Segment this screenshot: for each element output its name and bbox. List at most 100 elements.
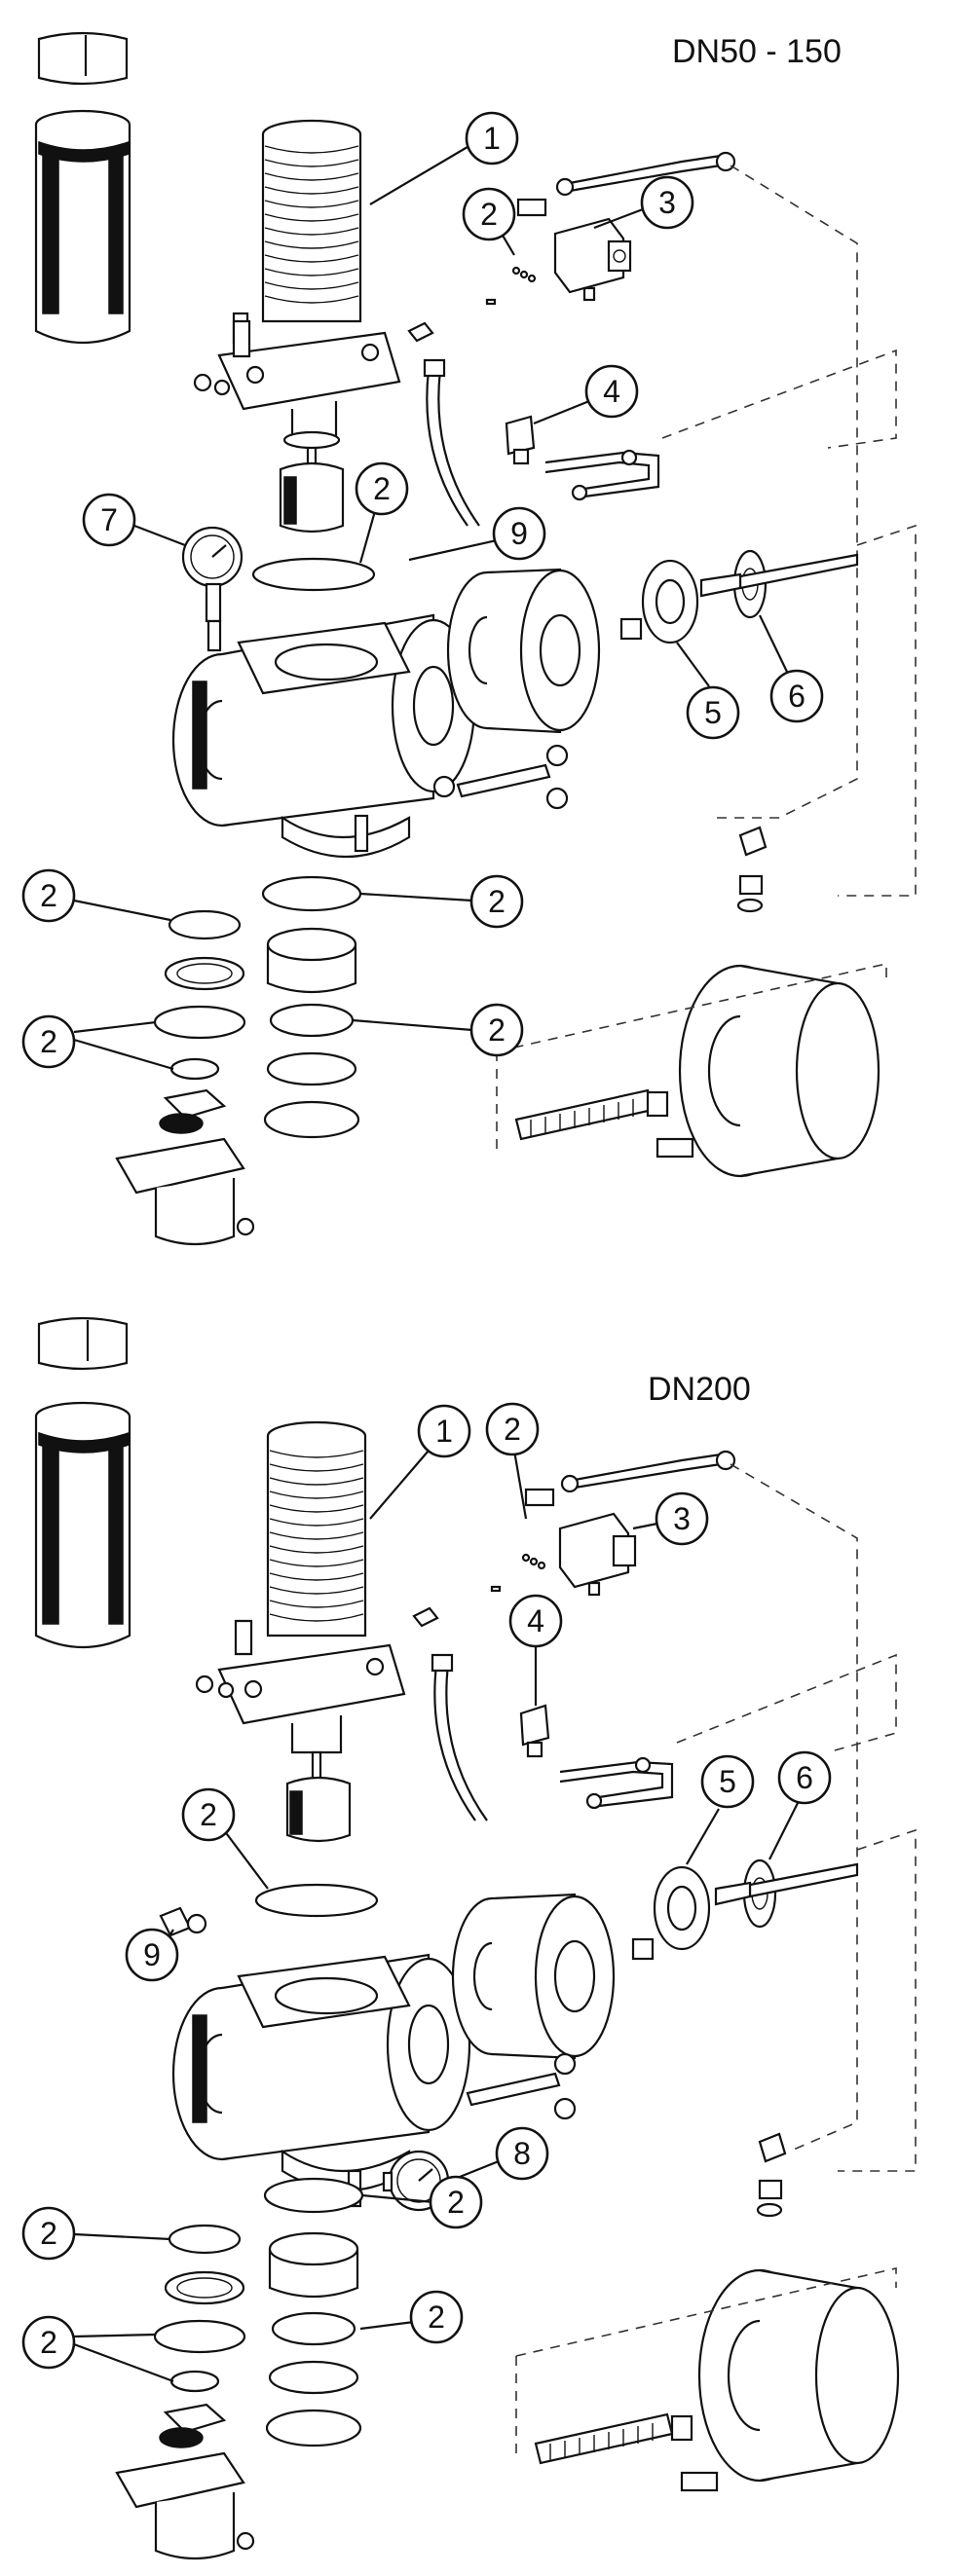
callout-marker: 2 [462,187,516,256]
pressure-gauge-7 [181,526,244,652]
cover-sleeve [34,1316,131,1649]
fitting-lower-right [736,826,768,913]
pilot-valve-3 [558,1512,637,1597]
svg-text:2: 2 [40,1024,57,1059]
svg-text:6: 6 [796,1760,813,1795]
intermediate-body [451,1893,616,2060]
svg-text:2: 2 [40,878,57,913]
pilot-tube-top [555,151,858,819]
hose-fitting [412,1606,488,1822]
svg-text:6: 6 [788,679,805,714]
section-title: DN200 [648,1371,751,1408]
intermediate-body [446,568,601,734]
callout-marker: 2 [352,1003,524,1057]
svg-text:5: 5 [704,695,722,730]
spindle [279,430,345,534]
callout-marker: 2 [355,461,409,564]
lower-body-right [515,2266,900,2492]
valve-body [171,1953,471,2191]
hose-fitting [407,321,480,527]
section-dn200: DN200 [34,1316,917,2560]
svg-text:2: 2 [40,2216,57,2251]
plug-9 [159,1906,207,1937]
svg-text:2: 2 [480,197,498,232]
spring-housing [217,119,401,440]
svg-text:9: 9 [510,516,528,551]
svg-text:5: 5 [719,1764,736,1799]
callout-marker: 7 [82,493,186,547]
svg-text:4: 4 [603,374,620,409]
callout-marker: 5 [686,1754,755,1865]
callouts-section-1: 1 2 3 4 2 7 9 [21,111,824,1071]
spring-housing [217,1420,406,1754]
svg-text:2: 2 [373,471,391,506]
spindle [285,1750,352,1843]
callout-marker: 4 [533,364,639,425]
adjuster-6 [699,549,859,619]
callout-marker: 1 [369,111,519,205]
callout-marker: 2 [21,868,171,923]
callout-marker: 2 [359,2290,464,2344]
svg-text:2: 2 [488,1012,506,1048]
callout-marker: 6 [768,1750,832,1860]
bolts-body [466,1937,655,2120]
section-dn50-150: DN50 - 150 [34,31,917,1246]
body-seal-ring [251,557,376,592]
pilot-tube-top [560,1450,858,2153]
cover-sleeve [34,31,131,345]
pilot-valve-3 [553,217,632,302]
small-screws [195,1619,253,1699]
callout-marker: 1 [369,1404,471,1520]
callouts-section-2: 1 2 3 4 5 6 2 [21,1402,832,2383]
seal-stack-left [115,909,255,1246]
svg-text:2: 2 [488,884,506,919]
callout-marker: 2 [21,1014,174,1071]
needle-valve-4 [519,1653,897,1810]
callout-marker: 9 [125,1928,179,1982]
fittings-2-top [490,1488,555,1593]
fitting-lower-right [756,2132,787,2218]
needle-valve-4 [505,349,897,501]
callout-marker: 2 [181,1787,269,1890]
svg-text:3: 3 [673,1501,691,1536]
callout-marker: 9 [408,506,546,562]
lower-body-right [496,963,887,1178]
adjuster-6 [714,1858,859,1929]
gasket-5 [641,559,699,644]
callout-marker: 2 [21,2315,174,2383]
svg-text:1: 1 [483,121,501,156]
svg-text:2: 2 [40,2325,57,2360]
spring-coils [264,145,359,304]
callout-marker: 6 [759,614,824,723]
seal-stack-left [115,2224,255,2560]
seal-stack-center [263,2177,364,2447]
svg-text:2: 2 [447,2185,465,2220]
svg-text:8: 8 [513,2136,531,2171]
callout-marker: 2 [21,2206,171,2261]
section-title: DN50 - 150 [672,33,842,70]
fittings-2-top [485,198,547,306]
body-seal-ring [254,1883,379,1918]
svg-text:2: 2 [200,1797,217,1832]
callout-marker: 5 [676,642,740,740]
small-screws [193,319,251,396]
svg-text:9: 9 [143,1937,161,1972]
svg-text:1: 1 [435,1414,453,1449]
callout-marker: 3 [632,1491,709,1546]
bolts-body [354,617,643,853]
callout-marker: 4 [508,1594,563,1706]
seal-stack-center [261,875,362,1139]
callout-marker: 2 [485,1402,540,1520]
callout-marker: 3 [593,175,694,230]
svg-text:2: 2 [428,2300,445,2335]
gasket-5 [653,1865,711,1951]
svg-text:7: 7 [100,502,118,537]
svg-text:3: 3 [658,185,676,220]
valve-body [171,613,476,858]
callout-marker: 2 [361,2175,483,2229]
callout-marker: 2 [359,874,524,929]
callout-marker: 8 [449,2126,549,2183]
svg-text:2: 2 [504,1412,521,1447]
svg-text:4: 4 [527,1603,544,1638]
